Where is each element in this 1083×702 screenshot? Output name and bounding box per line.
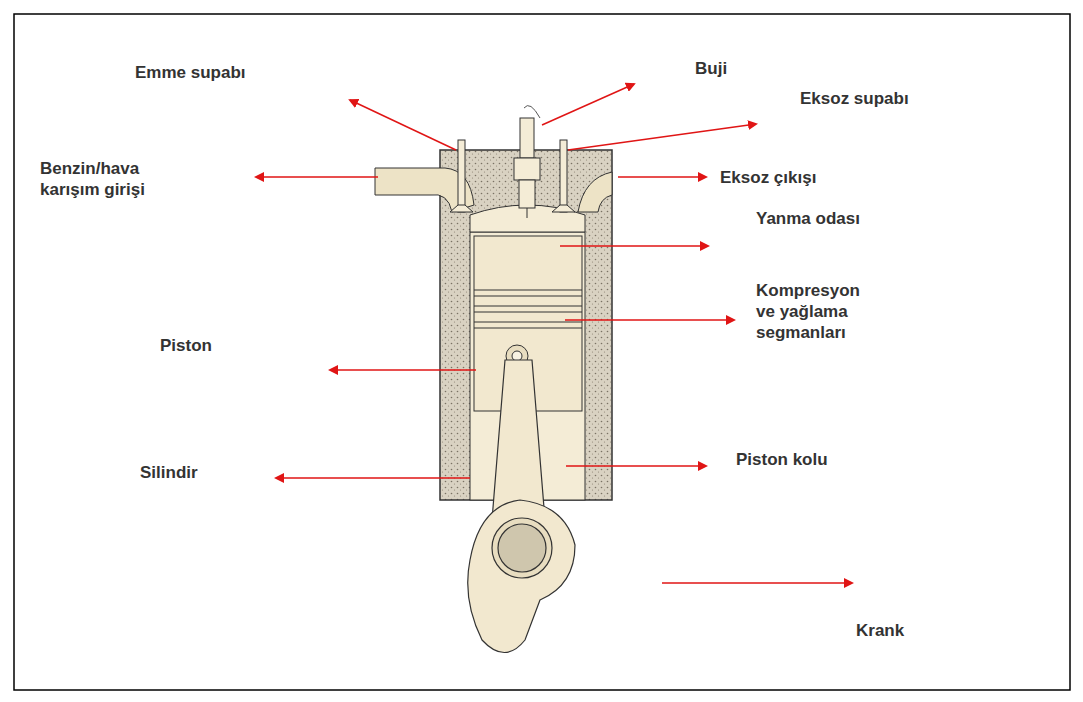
frame [14,14,1070,690]
part-label: Piston kolu [736,449,828,470]
part-label: Yanma odası [756,208,860,229]
valves [450,140,575,212]
spark-plug [514,106,540,218]
part-label: Piston [160,335,212,356]
connecting-rod [468,360,575,653]
part-label: Silindir [140,462,198,483]
part-label: Benzin/hava karışım girişi [40,158,170,200]
part-label: Kompresyon ve yağlama segmanları [756,280,866,343]
cylinder-block [375,150,612,500]
part-label: Emme supabı [135,62,246,83]
part-label: Eksoz supabı [800,88,909,109]
part-label: Buji [695,58,727,79]
part-label: Eksoz çıkışı [720,167,816,188]
part-label: Krank [856,620,904,641]
